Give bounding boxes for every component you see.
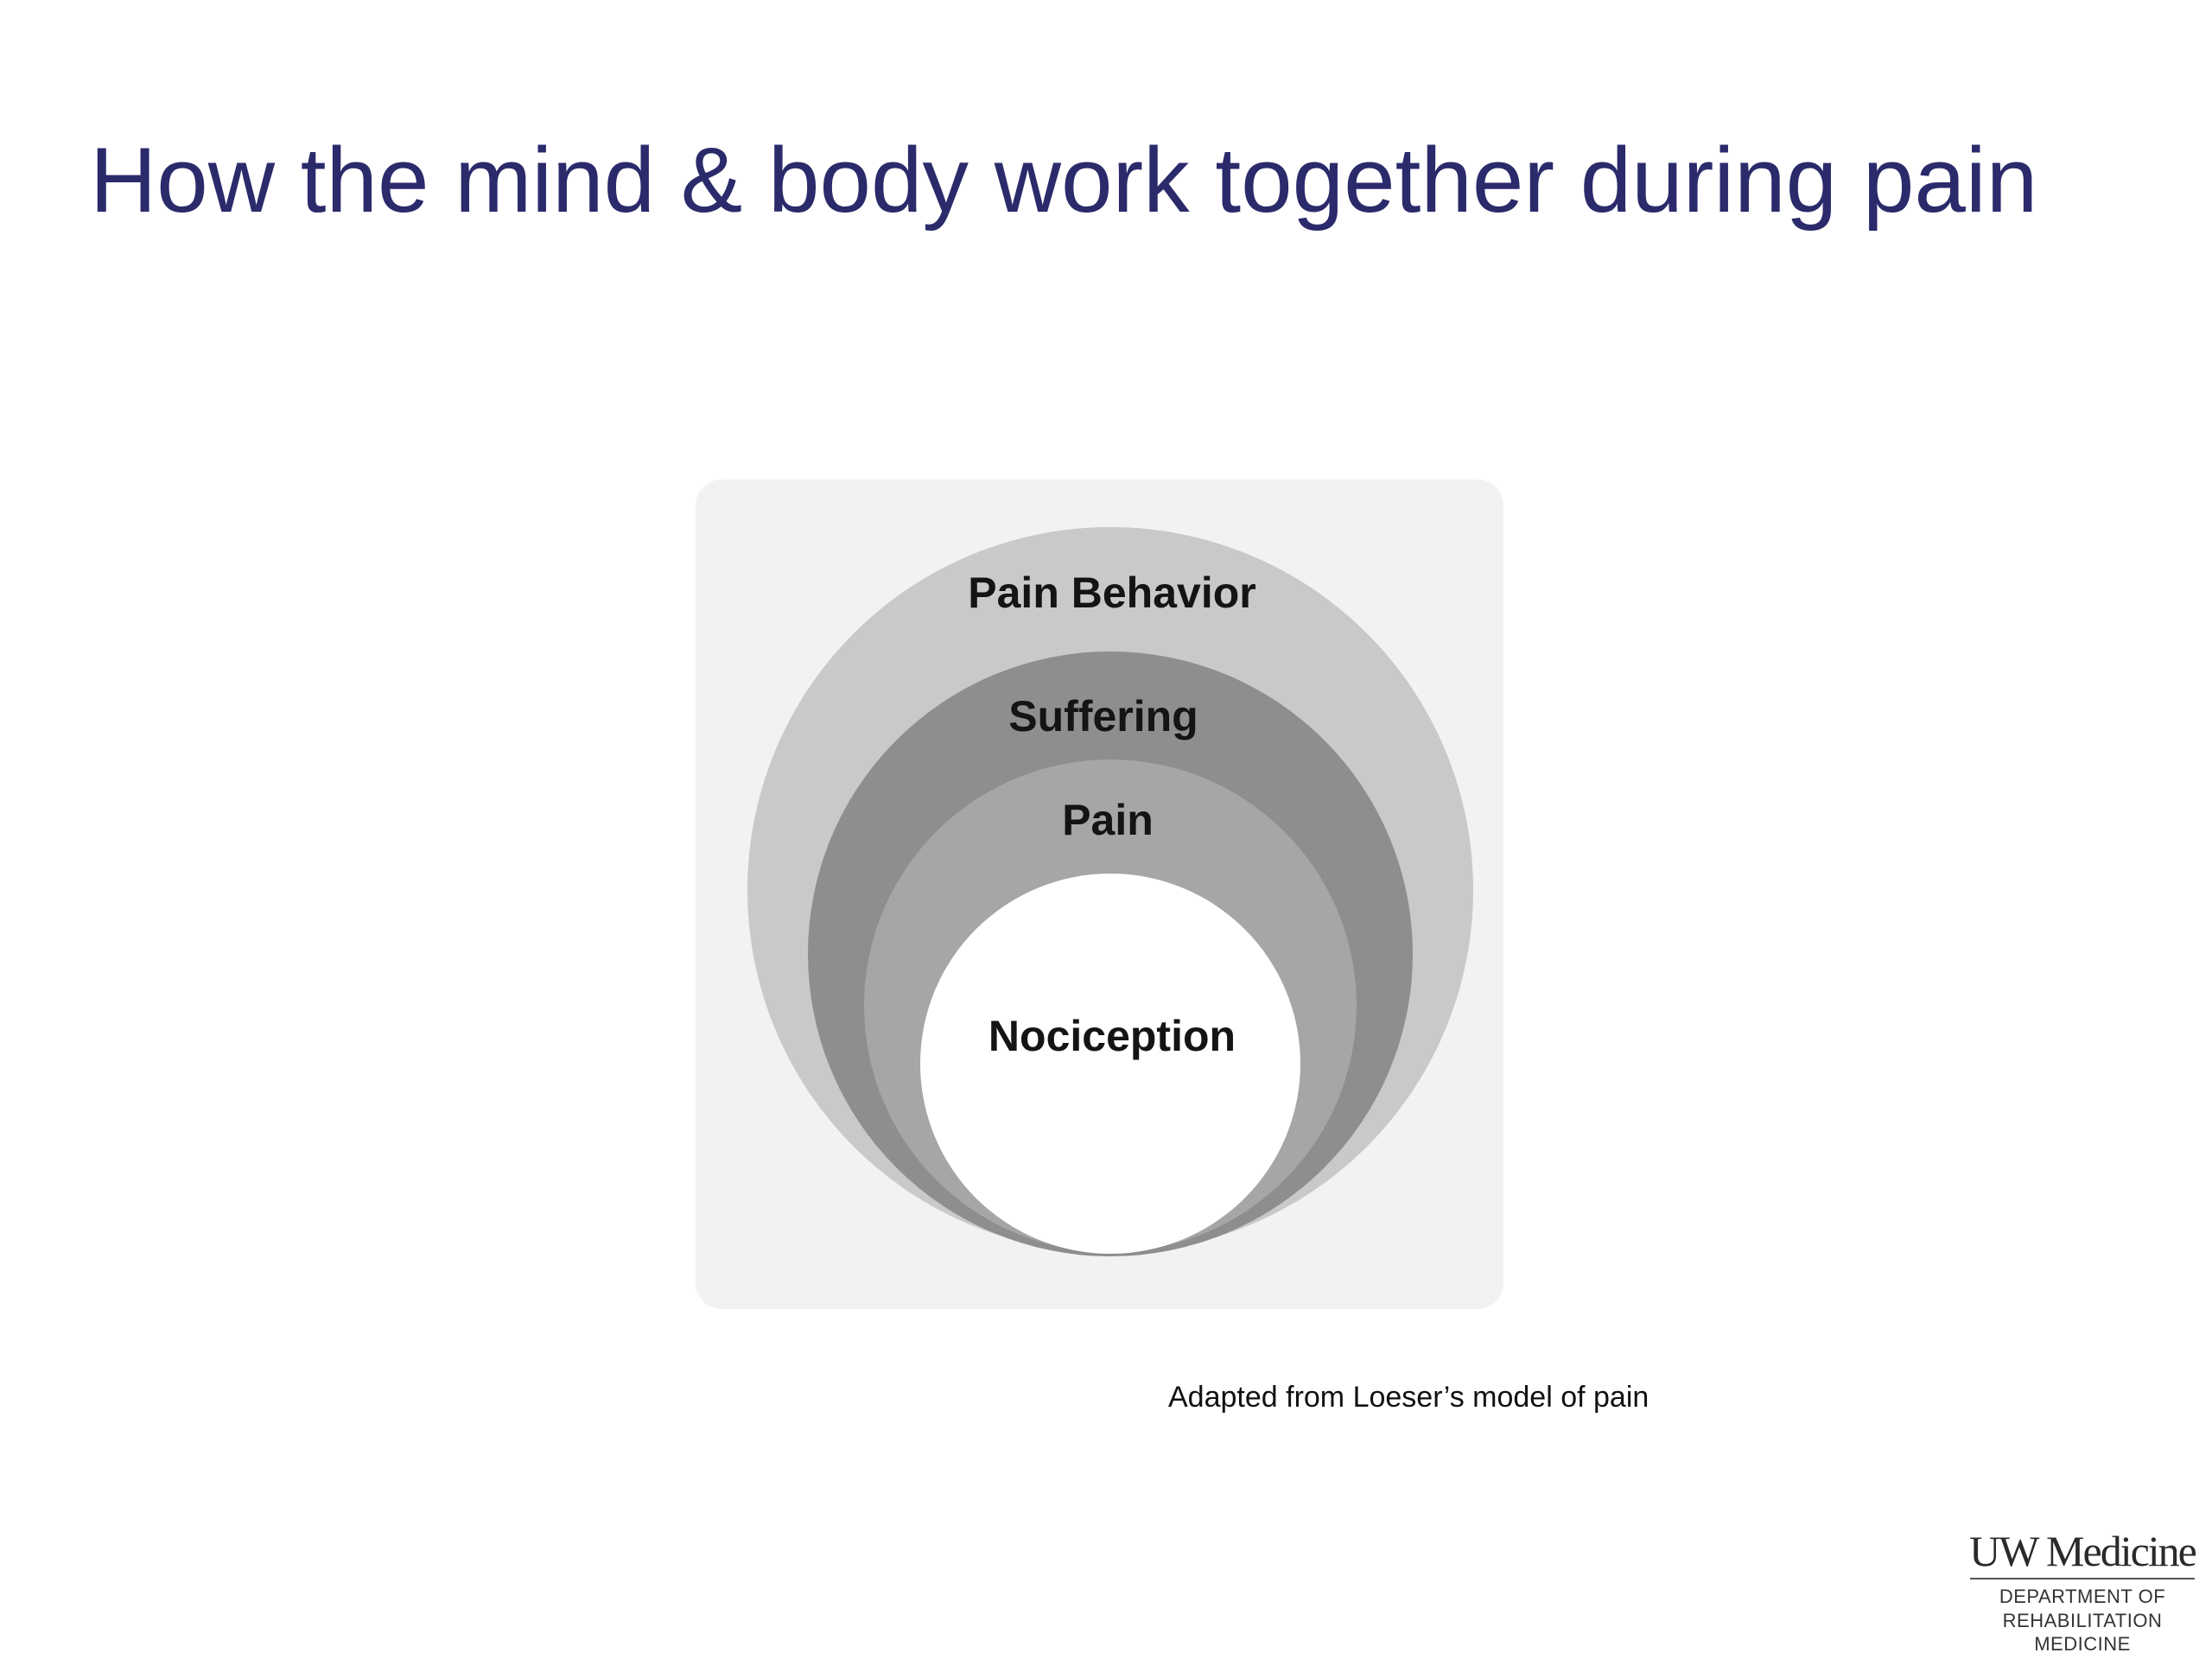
logo-wordmark: UW Medicine: [1969, 1527, 2197, 1575]
label-pain: Pain: [1062, 796, 1154, 844]
pain-model-diagram: Pain Behavior Suffering Pain Nociception: [696, 480, 1503, 1309]
label-suffering: Suffering: [1008, 692, 1198, 741]
logo-divider: [1970, 1578, 2195, 1580]
layer-nociception: [920, 874, 1300, 1254]
logo-dept-line-1: DEPARTMENT OF: [1999, 1586, 2166, 1607]
uw-medicine-logo: UW Medicine DEPARTMENT OF REHABILITATION…: [1966, 1529, 2199, 1655]
label-pain-behavior: Pain Behavior: [968, 569, 1255, 617]
label-nociception: Nociception: [988, 1012, 1236, 1060]
source-caption: Adapted from Loeser’s model of pain: [1168, 1381, 1649, 1414]
slide-title: How the mind & body work together during…: [90, 128, 2038, 232]
pain-model-svg: Pain Behavior Suffering Pain Nociception: [696, 480, 1503, 1309]
logo-dept-line-2: REHABILITATION MEDICINE: [2002, 1609, 2163, 1656]
